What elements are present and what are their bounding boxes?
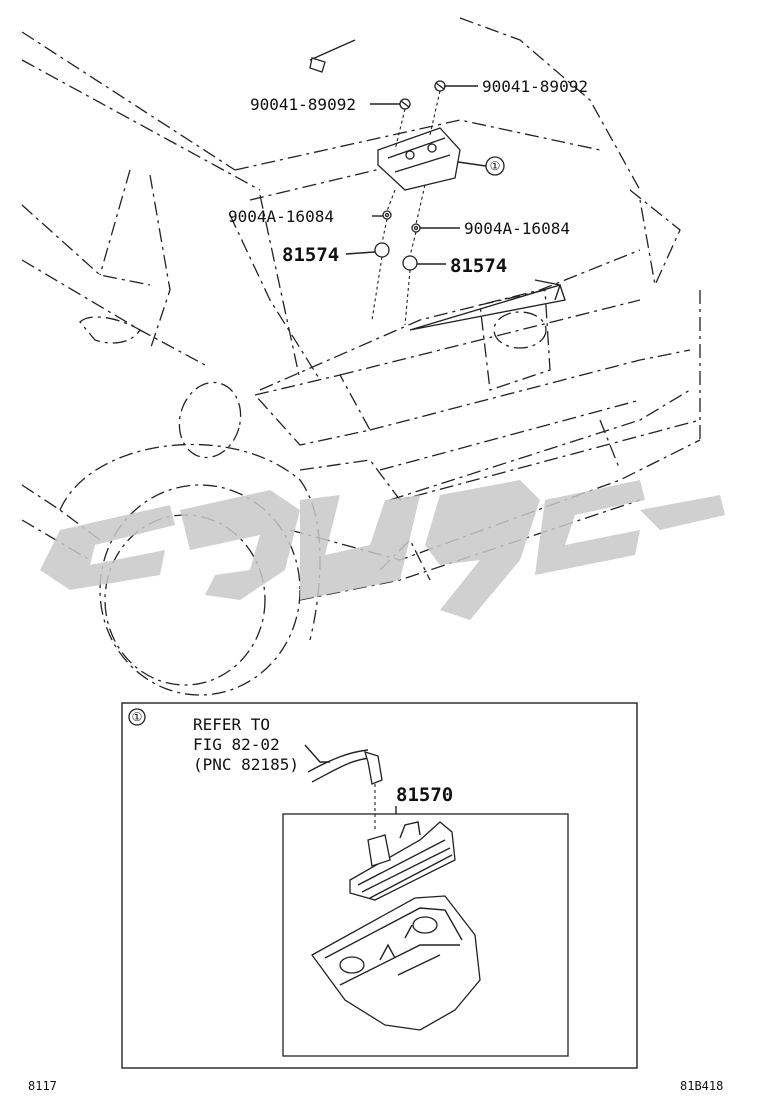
clip-left <box>399 98 411 110</box>
detail-frame <box>121 702 638 1069</box>
part-labels: 90041-89092 90041-89092 ① 9004A-16084 90… <box>228 77 588 277</box>
figure-code: 81B418 <box>680 1079 723 1093</box>
detail-panel: ① REFER TO FIG 82-02 (PNC 82185) 81570 <box>121 702 638 1069</box>
high-mount-stop-lamp <box>377 127 461 191</box>
assembly-frame <box>282 813 569 1057</box>
refer-line-3: (PNC 82185) <box>193 755 299 774</box>
screw-left <box>382 210 392 220</box>
vehicle-outline <box>21 17 701 696</box>
screw-right <box>411 223 421 233</box>
clip-right <box>434 80 446 92</box>
grommet-left <box>374 242 390 258</box>
grommet-right <box>402 255 418 271</box>
refer-line-1: REFER TO <box>193 715 270 734</box>
label-grommet-left: 81574 <box>282 244 339 266</box>
label-callout: ① <box>490 159 501 173</box>
label-screw-right: 9004A-16084 <box>464 219 570 238</box>
refer-line-2: FIG 82-02 <box>193 735 280 754</box>
detail-callout-circle <box>128 708 146 726</box>
label-assembly: 81570 <box>396 784 453 806</box>
exploded-parts <box>345 80 487 326</box>
connector <box>364 751 383 785</box>
detail-callout: ① <box>132 710 143 724</box>
lamp-cover <box>311 895 481 1031</box>
label-grommet-right: 81574 <box>450 255 507 277</box>
label-screw-left: 9004A-16084 <box>228 207 334 226</box>
label-clip-left: 90041-89092 <box>250 95 356 114</box>
lamp-unit <box>349 821 456 901</box>
page-code: 8117 <box>28 1079 57 1093</box>
label-clip-right: 90041-89092 <box>482 77 588 96</box>
watermark <box>40 480 725 620</box>
callout-circle <box>485 156 505 176</box>
